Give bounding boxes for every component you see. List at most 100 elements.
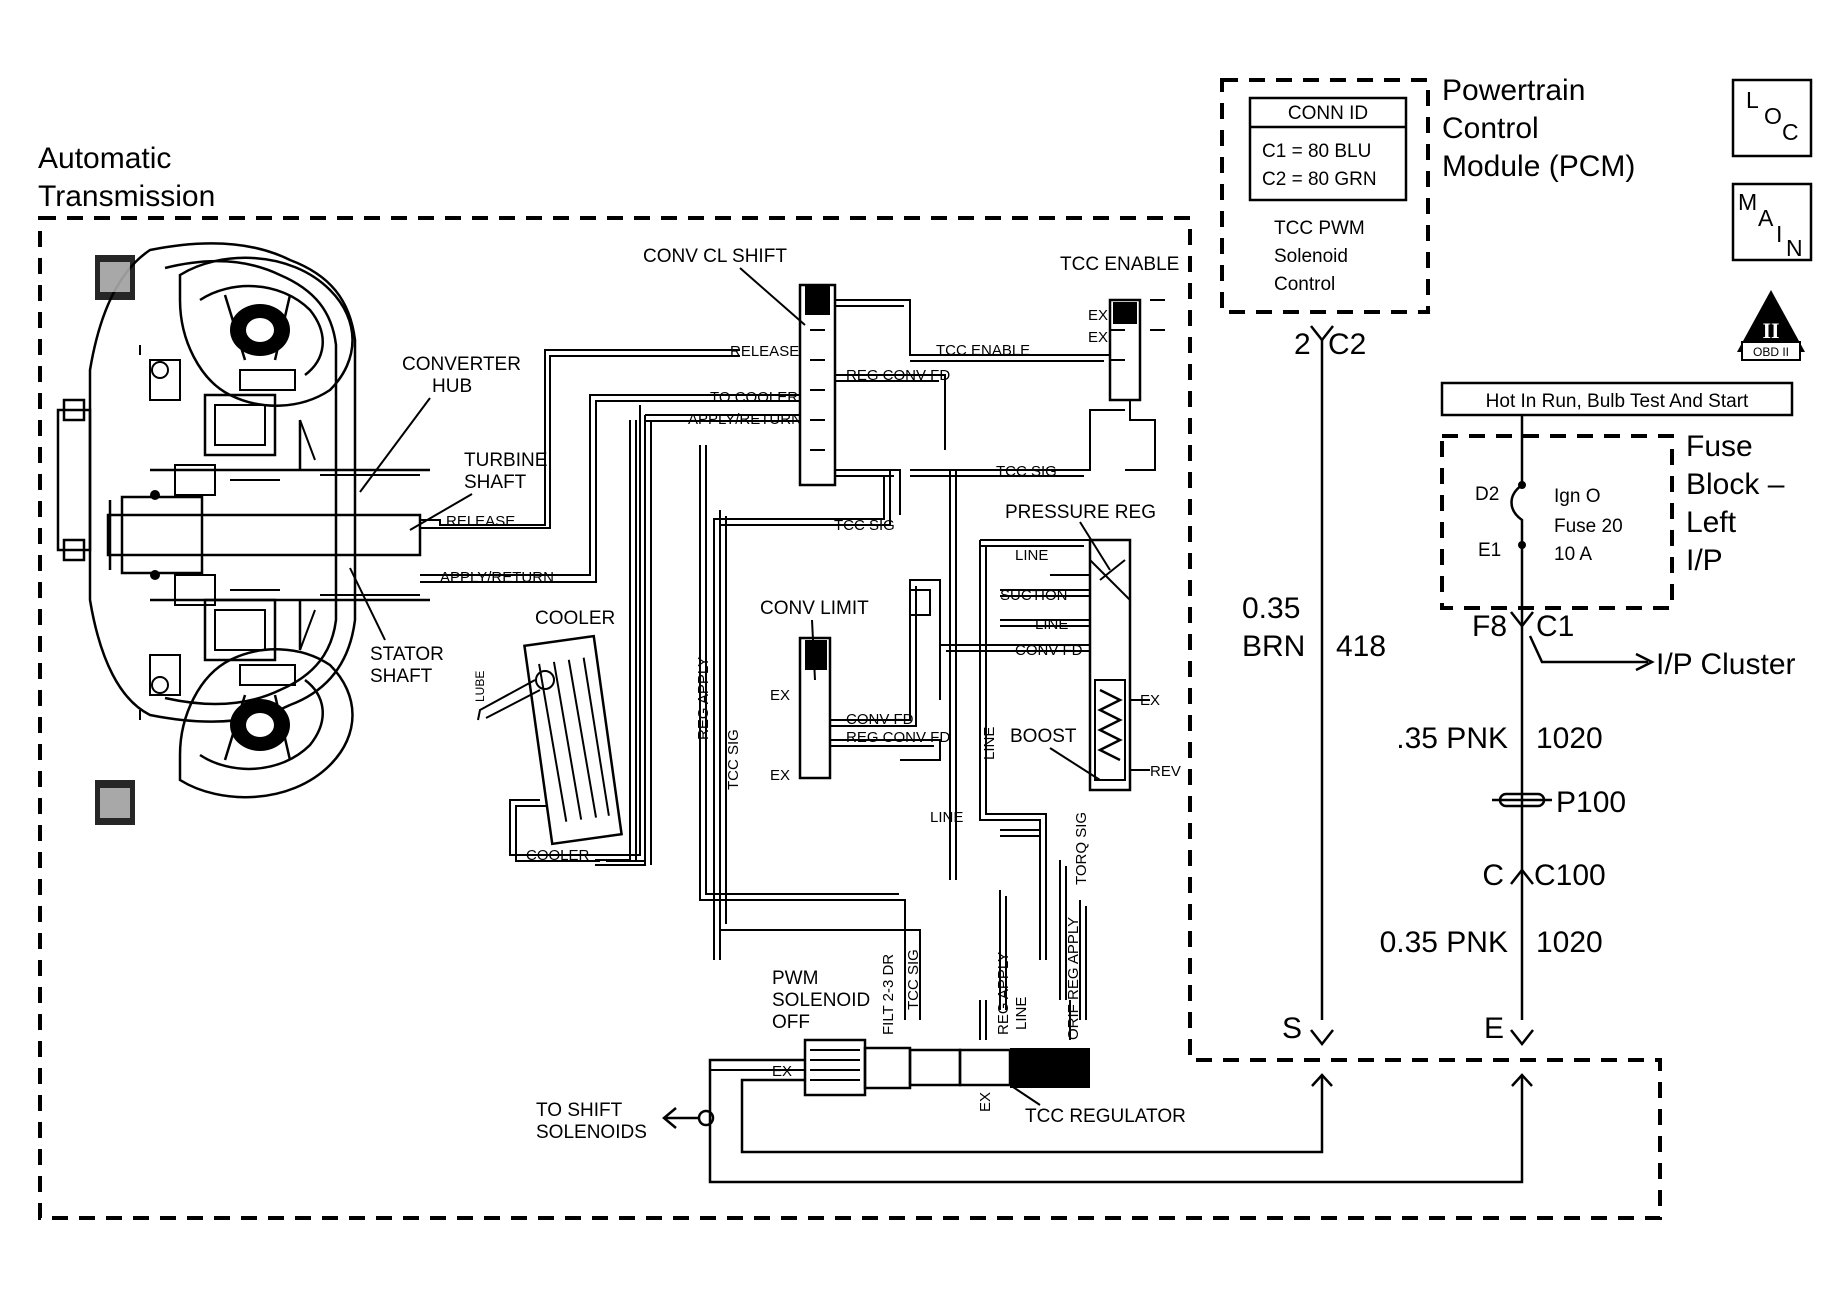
label-lube: LUBE [473, 671, 487, 702]
label-stator-shaft-1: STATOR [370, 644, 444, 665]
pcm-function-1: TCC PWM [1274, 218, 1365, 239]
connector-c100-symbol [1510, 867, 1534, 885]
fuse-rating: 10 A [1554, 544, 1592, 565]
label-conv-cl-shift: CONV CL SHIFT [643, 246, 787, 267]
label-tcc-sig-mid: TCC SIG [834, 517, 895, 534]
label-line-low: LINE [1013, 997, 1030, 1030]
svg-text:O: O [1764, 103, 1782, 129]
pcm-pin: 2 [1294, 328, 1311, 361]
label-apply-return-conv: APPLY/RETURN [440, 569, 554, 586]
fuse-number: Fuse 20 [1554, 516, 1623, 537]
wire-pnk1-circuit: 1020 [1536, 722, 1603, 755]
hot-in-run-label: Hot In Run, Bulb Test And Start [1486, 391, 1749, 412]
label-conv-limit: CONV LIMIT [760, 598, 869, 619]
label-apply-return: APPLY/RETURN [688, 411, 802, 428]
fuse-terminal-e1: E1 [1478, 540, 1501, 561]
conn-id-c2: C2 = 80 GRN [1262, 169, 1377, 190]
label-ex-1: EX [1088, 307, 1108, 324]
label-ex-5: EX [770, 767, 790, 784]
wire-pnk2-gauge-color: 0.35 PNK [1380, 926, 1508, 959]
label-ex-2: EX [1088, 329, 1108, 346]
hydraulic-passages [420, 283, 1165, 1097]
svg-text:C: C [1782, 119, 1799, 145]
svg-text:N: N [1786, 235, 1803, 261]
label-ex-3: EX [1140, 692, 1160, 709]
label-tcc-regulator: TCC REGULATOR [1025, 1106, 1186, 1127]
label-release-conv: RELEASE [446, 513, 515, 530]
wire-brn-gauge: 0.35 [1242, 592, 1300, 625]
fuse-block-title-1: Fuse [1686, 430, 1753, 463]
label-ex-4: EX [770, 687, 790, 704]
fuse-block-connector: C1 [1536, 610, 1574, 643]
label-line-3: LINE [930, 809, 963, 826]
label-cooler-title: COOLER [535, 608, 615, 629]
wire-brn-color: BRN [1242, 630, 1305, 663]
svg-text:A: A [1758, 205, 1774, 231]
label-cooler-line: COOLER [526, 847, 590, 864]
label-suction: SUCTION [1000, 587, 1068, 604]
pcm-title-3: Module (PCM) [1442, 150, 1635, 183]
hot-in-run-box [1440, 381, 1794, 417]
pcm-boundary [1220, 78, 1430, 314]
torque-converter [56, 242, 430, 825]
label-reg-conv-fd-top: REG CONV FD [846, 367, 950, 384]
label-line-2: LINE [1035, 616, 1068, 633]
pcm-function-2: Solenoid [1274, 246, 1348, 267]
label-to-shift-1: TO SHIFT [536, 1100, 623, 1121]
fuse-block-pin: F8 [1472, 610, 1507, 643]
label-reg-apply-low: REG APPLY [995, 952, 1012, 1035]
wire-pnk2-circuit: 1020 [1536, 926, 1603, 959]
label-filt-2-3-dr: FILT 2-3 DR [880, 954, 897, 1035]
pcm-connector: C2 [1328, 328, 1366, 361]
label-pwm-solenoid-2: SOLENOID [772, 990, 870, 1011]
label-converter-hub-1: CONVERTER [402, 354, 521, 375]
label-pwm-solenoid-3: OFF [772, 1012, 810, 1033]
terminal-e: E [1484, 1012, 1504, 1045]
fuse-symbol [1510, 483, 1524, 545]
loc-icon[interactable]: L O C [1731, 78, 1813, 158]
fuse-block-title-2: Block – [1686, 468, 1785, 501]
fuse-block-title-4: I/P [1686, 544, 1723, 577]
label-tcc-sig-low: TCC SIG [905, 949, 922, 1010]
main-icon[interactable]: M A I N [1731, 182, 1813, 262]
pcm-title-1: Powertrain [1442, 74, 1585, 107]
label-to-shift-2: SOLENOIDS [536, 1122, 647, 1143]
label-line-1: LINE [1015, 547, 1048, 564]
label-tcc-sig-vert: TCC SIG [725, 729, 742, 790]
ip-cluster-label: I/P Cluster [1656, 648, 1796, 681]
pcm-function-3: Control [1274, 274, 1335, 295]
label-conv-fd-small: CONV FD [846, 711, 914, 728]
label-reg-conv-fd-small: REG CONV FD [846, 729, 950, 746]
label-ex-7: EX [977, 1092, 994, 1112]
label-stator-shaft-2: SHAFT [370, 666, 433, 687]
obd-ii-icon[interactable]: II OBD II [1737, 290, 1805, 361]
transmission-title-1: Automatic [38, 142, 171, 175]
label-release: RELEASE [730, 343, 799, 360]
label-ex-6: EX [772, 1063, 792, 1080]
label-converter-hub-2: HUB [432, 376, 472, 397]
terminal-s: S [1282, 1012, 1302, 1045]
label-tcc-enable-title: TCC ENABLE [1060, 254, 1179, 275]
label-pwm-solenoid-1: PWM [772, 968, 818, 989]
label-conv-fd: CONV FD [1015, 642, 1083, 659]
label-to-cooler: TO COOLER [710, 389, 798, 406]
connector-c100-right: C100 [1534, 859, 1606, 892]
label-tcc-enable-line: TCC ENABLE [936, 342, 1030, 359]
connector-c100-left: C [1482, 859, 1504, 892]
fuse-block-boundary [1440, 434, 1674, 610]
fuse-terminal-d2: D2 [1475, 484, 1499, 505]
label-rev: REV [1150, 763, 1181, 780]
pcm-title-2: Control [1442, 112, 1539, 145]
svg-text:I: I [1776, 221, 1782, 247]
svg-text:M: M [1738, 189, 1757, 215]
fuse-name: Ign O [1554, 486, 1600, 507]
label-reg-apply-vert: REG APPLY [695, 657, 712, 740]
label-line-vert: LINE [981, 727, 998, 760]
fuse-block-title-3: Left [1686, 506, 1737, 539]
label-turbine-shaft-1: TURBINE [464, 450, 547, 471]
conn-id-box [1248, 96, 1408, 202]
transmission-boundary [38, 216, 1662, 1220]
label-orif-reg-apply: ORIF REG APPLY [1065, 917, 1082, 1040]
wire-brn-circuit: 418 [1336, 630, 1386, 663]
